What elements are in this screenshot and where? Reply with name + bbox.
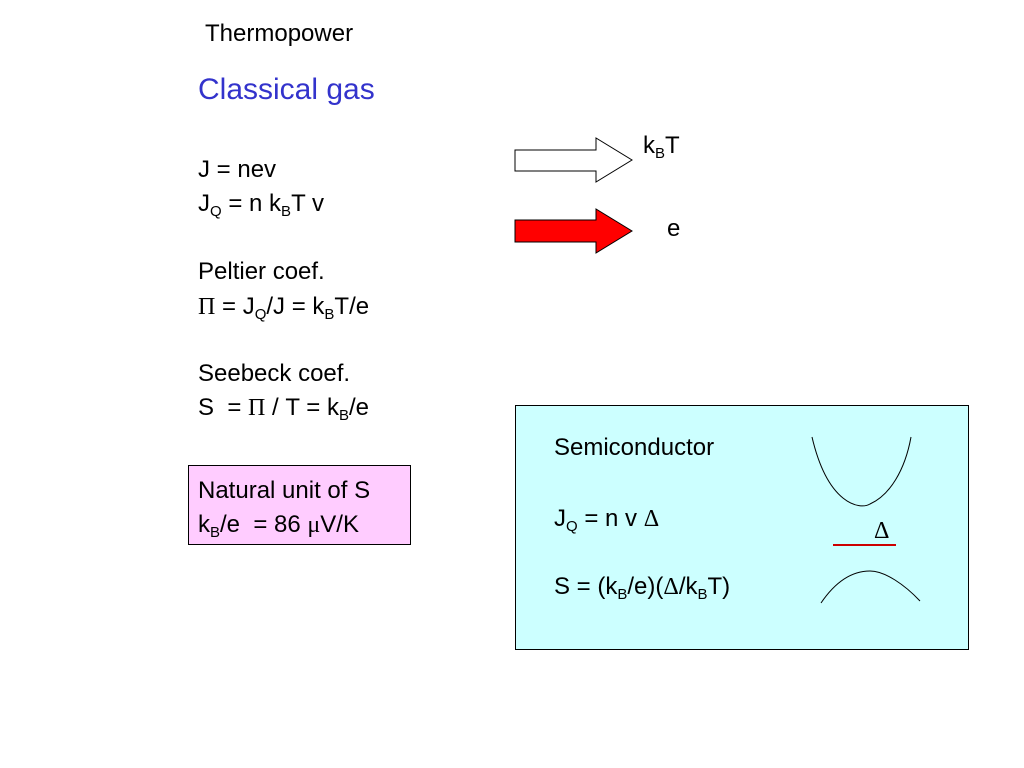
- sc-b-subscript: B: [617, 586, 628, 603]
- sc-j: J: [554, 505, 566, 532]
- sc-jq-mid: = n v: [577, 505, 644, 532]
- pi-symbol: Π: [248, 395, 266, 421]
- heat-end: T v: [291, 190, 324, 217]
- seebeck-equation: S = Π / T = kB/e: [198, 394, 369, 424]
- sc-b-subscript: B: [697, 586, 708, 603]
- delta-symbol: Δ: [663, 574, 679, 600]
- sc-s-part1: S = (k: [554, 573, 618, 600]
- nu-mid: /e = 86: [220, 511, 308, 538]
- band-gap-symbol: Δ: [874, 518, 890, 544]
- peltier-part2: /J = k: [266, 293, 325, 320]
- current-lhs: J: [198, 156, 210, 183]
- current-equation: J = nev: [198, 156, 276, 184]
- seebeck-part3: /e: [348, 394, 369, 421]
- seebeck-b-subscript: B: [338, 407, 349, 424]
- current-rhs: = nev: [216, 156, 277, 183]
- semiconductor-box: [515, 405, 969, 650]
- peltier-equation: Π = JQ/J = kBT/e: [198, 293, 370, 323]
- peltier-q-subscript: Q: [254, 306, 267, 323]
- heat-arrow-label: kBT: [643, 132, 680, 162]
- conduction-band-curve: [811, 436, 912, 507]
- natural-unit-line1: Natural unit of S: [198, 477, 371, 504]
- semiconductor-jq-equation: JQ = n v Δ: [554, 505, 660, 535]
- semiconductor-label: Semiconductor: [554, 434, 715, 461]
- charge-arrow-label: e: [667, 215, 681, 242]
- sc-s-part4: T): [707, 573, 731, 600]
- heat-current-equation: JQ = n kBT v: [198, 190, 324, 220]
- natural-unit-box: [188, 465, 411, 545]
- semiconductor-s-equation: S = (kB/e)(Δ/kBT): [554, 573, 731, 603]
- peltier-part3: T/e: [334, 293, 370, 320]
- heat-flow-arrow: [514, 137, 633, 183]
- peltier-part1: = J: [215, 293, 255, 320]
- heat-q-subscript: Q: [210, 203, 222, 220]
- charge-flow-arrow: [514, 208, 633, 254]
- peltier-label: Peltier coef.: [198, 258, 325, 285]
- pi-symbol: Π: [198, 294, 216, 320]
- nu-end: V/K: [320, 511, 359, 538]
- seebeck-part1: S =: [198, 394, 249, 421]
- sc-q-subscript: Q: [566, 518, 578, 535]
- delta-symbol: Δ: [643, 506, 660, 532]
- nu-b-subscript: B: [210, 524, 221, 541]
- valence-band-curve: [820, 570, 921, 604]
- sc-s-part2: /e)(: [627, 573, 664, 600]
- peltier-b-subscript: B: [324, 306, 335, 323]
- heat-mid: = n k: [221, 190, 282, 217]
- heat-b-subscript: B: [281, 203, 292, 220]
- arrow-b-subscript: B: [655, 145, 666, 162]
- seebeck-label: Seebeck coef.: [198, 360, 351, 387]
- nu-k: k: [198, 511, 210, 538]
- sc-s-part3: /k: [678, 573, 698, 600]
- seebeck-part2: / T = k: [265, 394, 339, 421]
- arrow-t: T: [665, 132, 680, 159]
- slide-title: Thermopower: [205, 20, 354, 47]
- arrow-k: k: [643, 132, 655, 159]
- natural-unit-line2: kB/e = 86 μV/K: [198, 511, 359, 541]
- mu-symbol: μ: [307, 512, 321, 538]
- slide-subtitle: Classical gas: [198, 73, 375, 106]
- heat-j: J: [198, 190, 210, 217]
